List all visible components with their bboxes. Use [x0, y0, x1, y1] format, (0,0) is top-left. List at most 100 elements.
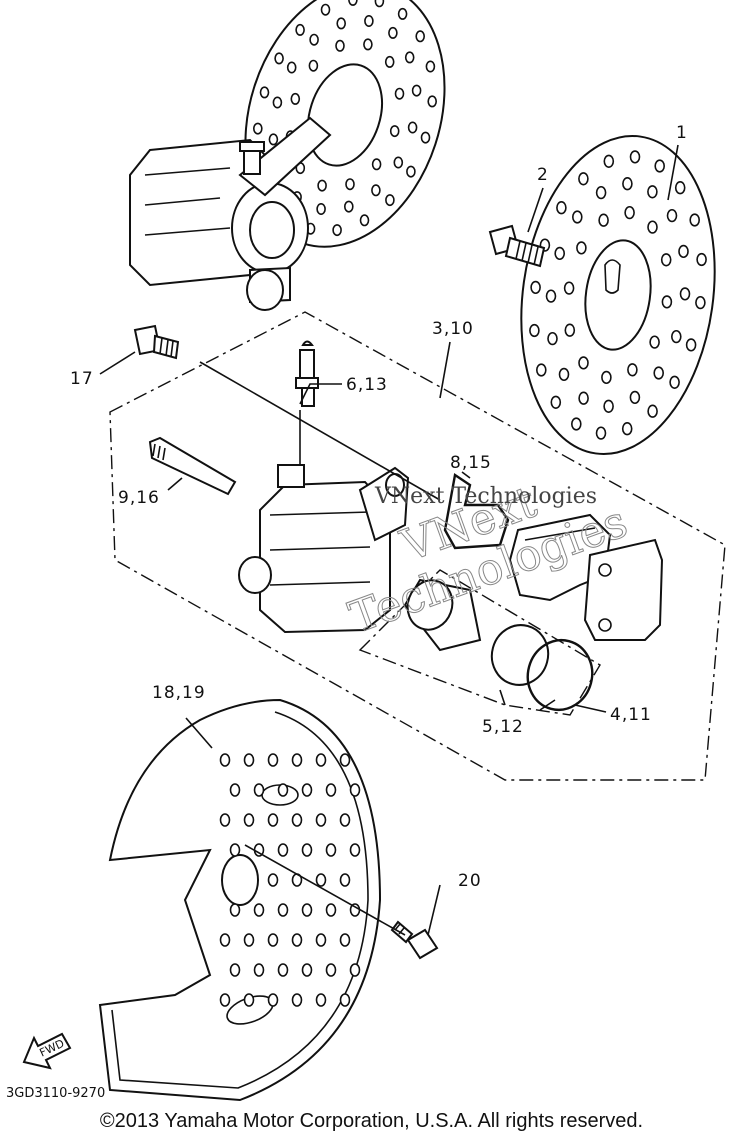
- perforation-hole: [315, 753, 327, 767]
- perforation-hole: [320, 3, 331, 16]
- perforation-hole: [268, 133, 279, 146]
- perforation-hole: [622, 177, 633, 191]
- perforation-hole: [301, 963, 313, 977]
- perforation-hole: [570, 417, 582, 431]
- perforation-hole: [309, 33, 319, 46]
- perforation-hole: [315, 933, 327, 947]
- perforation-hole: [397, 7, 408, 20]
- perforation-hole: [274, 52, 284, 65]
- perforation-hole: [666, 208, 678, 223]
- perforation-hole: [389, 125, 400, 138]
- perforation-hole: [229, 903, 241, 917]
- perforation-hole: [308, 59, 319, 72]
- perforation-hole: [243, 933, 255, 947]
- pin-9-16: [148, 436, 237, 496]
- perforation-hole: [695, 295, 706, 310]
- perforation-hole: [253, 963, 265, 977]
- perforation-hole: [679, 287, 691, 301]
- callout-2: 2: [537, 165, 549, 185]
- perforation-hole: [601, 370, 612, 385]
- perforation-hole: [229, 843, 241, 857]
- bleed-screw-6-13: [295, 340, 319, 407]
- perforation-hole: [291, 813, 303, 827]
- perforation-hole: [301, 903, 313, 917]
- piston-seal-5-12: [490, 624, 550, 686]
- perforation-hole: [649, 335, 660, 349]
- piston: [403, 578, 482, 652]
- perforation-hole: [653, 366, 665, 380]
- perforation-hole: [647, 404, 658, 418]
- perforation-hole: [317, 179, 327, 192]
- perforation-hole: [563, 281, 575, 295]
- perforation-hole: [647, 220, 658, 234]
- perforation-hole: [277, 783, 289, 797]
- brake-pad-inner: [508, 513, 612, 602]
- perforation-hole: [384, 55, 395, 68]
- perforation-hole: [654, 159, 666, 173]
- perforation-hole: [556, 201, 567, 215]
- perforation-hole: [621, 422, 633, 436]
- perforation-hole: [315, 993, 327, 1007]
- perforation-hole: [595, 185, 607, 200]
- perforation-hole: [336, 17, 347, 30]
- perforation-hole: [406, 165, 416, 178]
- perforation-hole: [277, 843, 289, 857]
- callout-9-16: 9,16: [118, 488, 160, 508]
- perforation-hole: [219, 993, 231, 1007]
- drawing-code: 3GD3110-9270: [6, 1086, 106, 1101]
- perforation-hole: [670, 329, 682, 344]
- perforation-hole: [291, 993, 303, 1007]
- perforation-hole: [547, 331, 558, 346]
- perforation-hole: [427, 95, 438, 108]
- perforation-hole: [411, 84, 422, 97]
- perforation-hole: [267, 873, 279, 887]
- perforation-hole: [629, 150, 641, 164]
- perforation-hole: [339, 813, 351, 827]
- perforation-hole: [685, 338, 697, 352]
- perforation-hole: [578, 172, 589, 186]
- callout-17: 17: [70, 369, 94, 389]
- perforation-hole: [267, 993, 279, 1007]
- perforation-hole: [627, 363, 638, 377]
- perforation-hole: [291, 933, 303, 947]
- perforation-hole: [624, 205, 635, 220]
- perforation-hole: [348, 0, 358, 6]
- perforation-hole: [295, 23, 305, 36]
- watermark-line3: VNext Technologies: [374, 484, 597, 509]
- perforation-hole: [529, 323, 540, 338]
- pad-spring-8-15: [443, 472, 510, 550]
- perforation-hole: [407, 121, 418, 134]
- perforation-hole: [388, 26, 398, 39]
- perforation-hole: [345, 178, 355, 191]
- perforation-hole: [603, 399, 614, 413]
- perforation-hole: [229, 963, 241, 977]
- callout-5-12: 5,12: [482, 717, 524, 737]
- perforation-hole: [578, 391, 589, 405]
- fwd-arrow: FWD: [22, 1032, 72, 1070]
- perforation-hole: [678, 244, 689, 259]
- perforation-hole: [598, 213, 609, 227]
- perforation-hole: [415, 30, 426, 43]
- perforation-hole: [363, 38, 373, 51]
- perforation-hole: [425, 60, 436, 73]
- perforation-hole: [404, 51, 415, 64]
- perforation-hole: [339, 753, 351, 767]
- perforation-hole: [394, 87, 405, 100]
- perforation-hole: [301, 783, 313, 797]
- perforation-hole: [253, 783, 265, 797]
- perforation-hole: [229, 783, 241, 797]
- perforation-hole: [371, 158, 382, 171]
- right-brake-disc: [520, 135, 716, 455]
- callout-18-19: 18,19: [152, 683, 206, 703]
- perforation-hole: [661, 295, 673, 309]
- perforation-hole: [603, 154, 615, 168]
- assembly-outline: [109, 311, 726, 781]
- perforation-hole: [290, 92, 301, 105]
- perforation-hole: [315, 873, 327, 887]
- bolt-20: [390, 920, 439, 960]
- perforation-hole: [243, 753, 255, 767]
- perforation-hole: [325, 843, 337, 857]
- lower-caliper-body: [238, 464, 410, 634]
- perforation-hole: [374, 0, 385, 8]
- callout-6-13: 6,13: [346, 375, 388, 395]
